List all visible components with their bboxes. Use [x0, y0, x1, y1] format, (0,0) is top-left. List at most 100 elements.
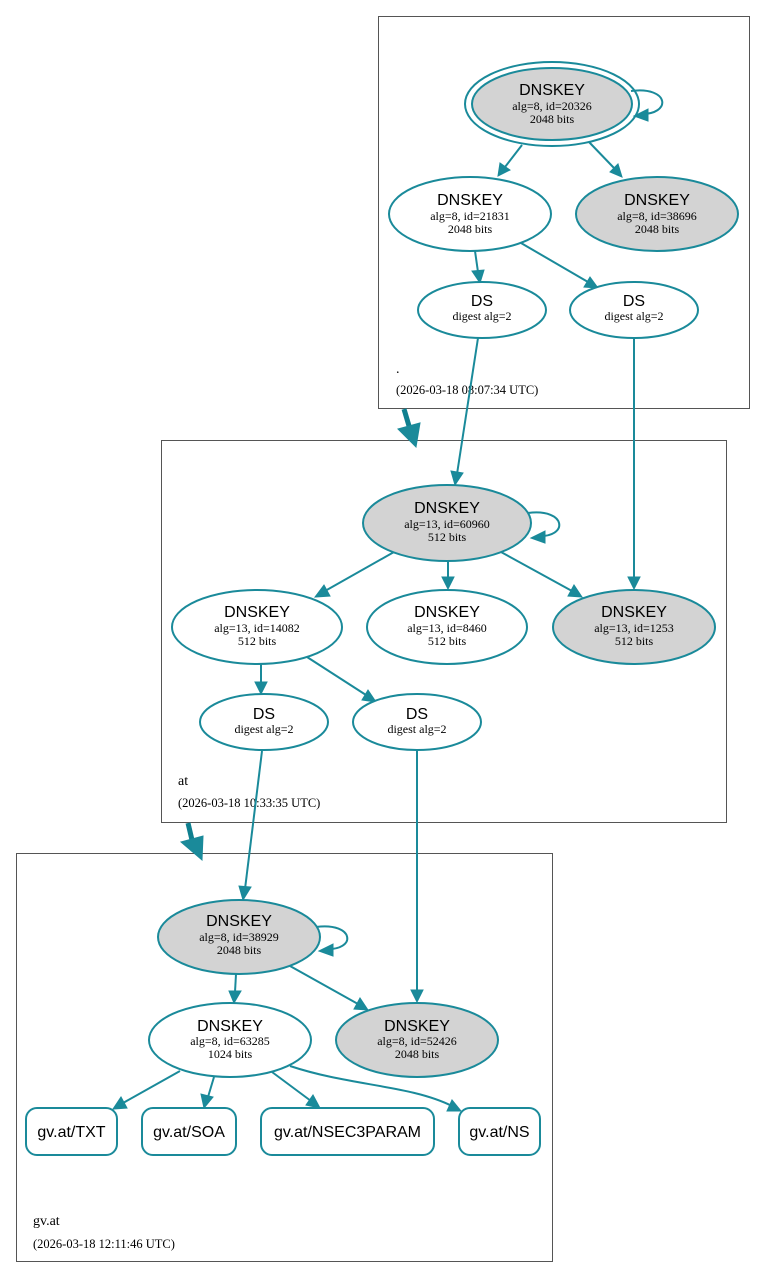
node-detail: 1024 bits	[208, 1047, 253, 1061]
node-title: DS	[253, 706, 275, 723]
edge-root-ksk-to-zsk1	[497, 144, 523, 177]
edge-gv-zsk1-to-soa	[200, 1076, 215, 1110]
zone-gvat-timestamp: (2026-03-18 12:11:46 UTC)	[33, 1237, 175, 1251]
node-title: DNSKEY	[519, 82, 585, 99]
node-detail: alg=8, id=38696	[617, 209, 697, 223]
node-title: DNSKEY	[384, 1018, 450, 1035]
node-root-ds-2[interactable]: DS digest alg=2	[569, 281, 699, 339]
zone-gvat-box	[16, 853, 553, 1262]
edge-at-zsk1-to-ds1	[254, 664, 268, 696]
node-detail: alg=13, id=14082	[214, 621, 300, 635]
delegation-arrow-root-to-at	[397, 408, 421, 449]
node-ellipse	[148, 1002, 312, 1078]
edge-root-zsk1-to-ds2	[520, 242, 600, 289]
node-gv-dnskey-52426[interactable]: DNSKEY alg=8, id=52426 2048 bits	[335, 1002, 499, 1078]
edge-gv-ksk-self	[315, 925, 349, 957]
node-root-dnskey-38696[interactable]: DNSKEY alg=8, id=38696 2048 bits	[575, 176, 739, 252]
node-title: DS	[406, 706, 428, 723]
node-detail: digest alg=2	[452, 309, 511, 323]
node-ellipse	[569, 281, 699, 339]
node-detail: digest alg=2	[234, 722, 293, 736]
node-ellipse	[199, 693, 329, 751]
node-ellipse	[157, 899, 321, 975]
rrset-gvat-ns[interactable]: gv.at/NS	[458, 1107, 541, 1156]
edge-gv-zsk1-to-txt	[112, 1070, 181, 1110]
node-title: DNSKEY	[414, 604, 480, 621]
edge-at-ksk-to-zsk3	[500, 551, 583, 598]
node-at-dnskey-14082[interactable]: DNSKEY alg=13, id=14082 512 bits	[171, 589, 343, 665]
rrset-box	[25, 1107, 118, 1156]
node-detail: 2048 bits	[217, 943, 262, 957]
zone-at-name: at	[178, 774, 188, 789]
node-gv-dnskey-38929[interactable]: DNSKEY alg=8, id=38929 2048 bits	[157, 899, 321, 975]
node-root-dnskey-20326[interactable]: DNSKEY alg=8, id=20326 2048 bits	[464, 61, 640, 147]
edge-root-ksk-self	[630, 89, 664, 122]
node-ellipse	[388, 176, 552, 252]
node-title: DNSKEY	[437, 192, 503, 209]
rrset-label: gv.at/SOA	[153, 1124, 225, 1141]
node-detail: alg=13, id=8460	[407, 621, 487, 635]
node-at-ds-1[interactable]: DS digest alg=2	[199, 693, 329, 751]
zone-root-name: .	[396, 362, 400, 377]
edge-at-ksk-to-zsk2	[441, 560, 455, 591]
node-title: DNSKEY	[197, 1018, 263, 1035]
node-title: DNSKEY	[414, 500, 480, 517]
node-ellipse	[171, 589, 343, 665]
edge-at-ksk-self	[527, 511, 561, 544]
node-ellipse	[352, 693, 482, 751]
zone-root-timestamp: (2026-03-18 08:07:34 UTC)	[396, 383, 538, 397]
node-detail: digest alg=2	[387, 722, 446, 736]
node-detail: alg=8, id=20326	[512, 99, 592, 113]
node-detail: 512 bits	[428, 634, 467, 648]
node-detail: 2048 bits	[530, 112, 575, 126]
node-title: DS	[623, 293, 645, 310]
node-ellipse	[552, 589, 716, 665]
node-root-ds-1[interactable]: DS digest alg=2	[417, 281, 547, 339]
edge-root-ds1-to-at-ksk	[450, 337, 479, 487]
node-detail: alg=8, id=38929	[199, 930, 279, 944]
ksk-inner-ellipse	[471, 67, 633, 141]
node-detail: 2048 bits	[448, 222, 493, 236]
edge-at-ds2-to-gv-zsk2	[410, 751, 424, 1004]
node-title: DS	[471, 293, 493, 310]
node-title: DNSKEY	[206, 913, 272, 930]
edge-at-zsk1-to-ds2	[306, 656, 378, 703]
delegation-arrow-at-to-gvat	[179, 822, 204, 862]
node-at-dnskey-1253[interactable]: DNSKEY alg=13, id=1253 512 bits	[552, 589, 716, 665]
rrset-box	[260, 1107, 435, 1156]
node-detail: alg=13, id=1253	[594, 621, 674, 635]
node-gv-dnskey-63285[interactable]: DNSKEY alg=8, id=63285 1024 bits	[148, 1002, 312, 1078]
rrset-gvat-nsec3param[interactable]: gv.at/NSEC3PARAM	[260, 1107, 435, 1156]
node-detail: digest alg=2	[604, 309, 663, 323]
node-detail: 2048 bits	[635, 222, 680, 236]
edge-root-zsk1-to-ds1	[471, 250, 485, 285]
node-detail: alg=13, id=60960	[404, 517, 490, 531]
node-ellipse	[575, 176, 739, 252]
edge-gv-ksk-to-zsk2	[289, 965, 369, 1011]
edge-root-ds2-to-at-zsk3	[627, 338, 641, 591]
node-detail: alg=8, id=63285	[190, 1034, 270, 1048]
edge-at-ds1-to-gv-ksk	[238, 750, 263, 902]
rrset-gvat-txt[interactable]: gv.at/TXT	[25, 1107, 118, 1156]
zone-gvat-name: gv.at	[33, 1214, 60, 1229]
rrset-gvat-soa[interactable]: gv.at/SOA	[141, 1107, 237, 1156]
ksk-outer-ring	[464, 61, 640, 147]
rrset-label: gv.at/NS	[469, 1124, 529, 1141]
node-ellipse	[417, 281, 547, 339]
edge-gv-ksk-to-zsk1	[228, 973, 242, 1005]
node-detail: alg=8, id=21831	[430, 209, 510, 223]
node-detail: alg=8, id=52426	[377, 1034, 457, 1048]
node-title: DNSKEY	[224, 604, 290, 621]
zone-at-timestamp: (2026-03-18 10:33:35 UTC)	[178, 796, 320, 810]
node-detail: 512 bits	[428, 530, 467, 544]
node-at-dnskey-8460[interactable]: DNSKEY alg=13, id=8460 512 bits	[366, 589, 528, 665]
rrset-box	[458, 1107, 541, 1156]
zone-at-box	[161, 440, 727, 823]
node-root-dnskey-21831[interactable]: DNSKEY alg=8, id=21831 2048 bits	[388, 176, 552, 252]
node-title: DNSKEY	[624, 192, 690, 209]
node-at-dnskey-60960[interactable]: DNSKEY alg=13, id=60960 512 bits	[362, 484, 532, 562]
node-detail: 512 bits	[238, 634, 277, 648]
node-at-ds-2[interactable]: DS digest alg=2	[352, 693, 482, 751]
